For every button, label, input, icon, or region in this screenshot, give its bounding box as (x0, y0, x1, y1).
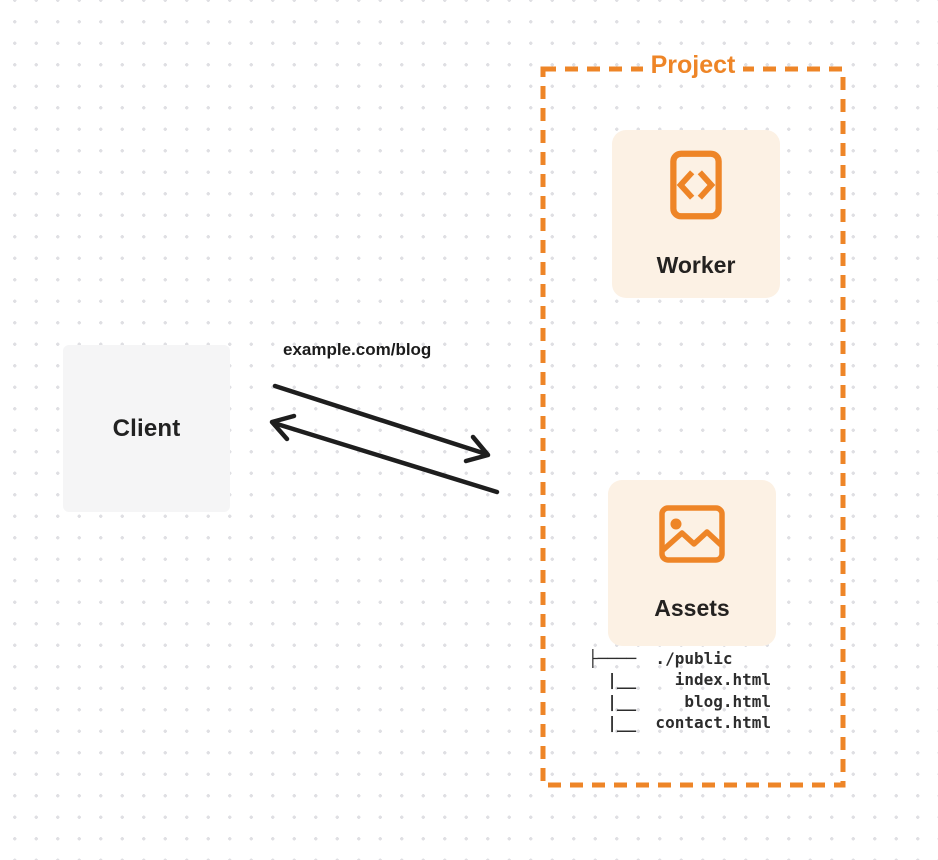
worker-node: Worker (612, 130, 780, 298)
file-tree: ├──── ./public |__ index.html |__ blog.h… (588, 649, 772, 732)
assets-node: Assets (608, 480, 776, 646)
response-arrow-line (274, 421, 500, 495)
response-arrowhead-icon (269, 413, 297, 442)
request-arrow-line (272, 383, 486, 456)
client-node: Client (63, 345, 230, 512)
request-url-label: example.com/blog (283, 340, 432, 359)
code-brackets-icon (670, 150, 722, 225)
worker-label: Worker (656, 251, 736, 278)
image-icon (659, 504, 725, 568)
client-label: Client (112, 414, 181, 442)
request-arrowhead-icon (463, 434, 491, 464)
project-label: Project (642, 51, 744, 80)
project-group: Project (543, 51, 843, 80)
assets-label: Assets (654, 594, 730, 621)
